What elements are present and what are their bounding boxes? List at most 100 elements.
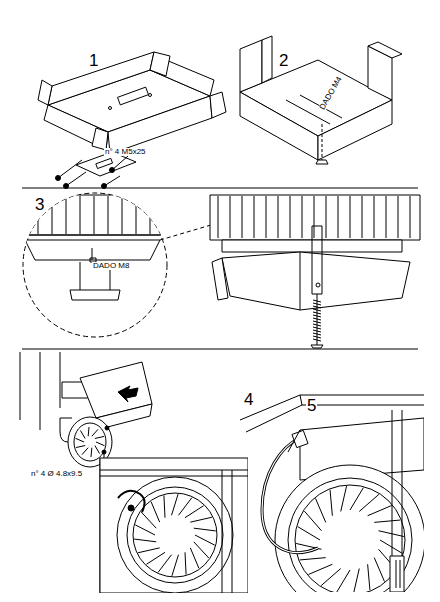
screw [102, 426, 109, 462]
stove-base [326, 196, 327, 238]
step-separator [22, 349, 418, 350]
fan-cable-detail [288, 478, 412, 592]
ash-tray-support [118, 87, 149, 105]
fan-detail [172, 555, 179, 576]
fan-cable-detail [298, 527, 320, 540]
adjuster-rod [313, 300, 321, 302]
stove-base [338, 196, 339, 238]
fan [90, 448, 92, 457]
screw [112, 156, 128, 170]
fan [92, 429, 98, 436]
adjuster-rod [313, 309, 321, 311]
fan-detail [151, 502, 160, 522]
ash-tray-support [150, 52, 170, 76]
fan-cable-detail [337, 570, 350, 592]
stove-base [210, 195, 420, 240]
step-separator [22, 188, 418, 189]
nut [316, 160, 328, 164]
stove-base [398, 196, 399, 238]
ash-tray-support [240, 92, 318, 160]
magnifier-detail [20, 235, 170, 236]
part-label: DADO M4 [318, 75, 344, 112]
fan [88, 427, 90, 436]
nut [322, 124, 323, 160]
ash-tray-support [109, 107, 112, 110]
fan-cable-detail [300, 558, 326, 560]
fan-cable-detail [304, 511, 321, 531]
fan-cable-detail [321, 569, 341, 586]
fan-detail [178, 498, 191, 516]
stove-base [302, 196, 303, 238]
fan-cable-detail [288, 430, 300, 452]
fan-cable-detail [396, 560, 400, 588]
fan-detail [134, 494, 216, 576]
stove-base [230, 196, 231, 238]
stove-base [266, 196, 267, 238]
part-label: DADO M8 [92, 262, 130, 270]
magnifier-detail [150, 196, 151, 234]
magnifier-detail [52, 196, 53, 234]
fan-cable-detail [296, 486, 404, 592]
fan [75, 438, 84, 442]
ash-tray-support [92, 128, 108, 150]
adjuster-rod [313, 330, 321, 332]
adjuster-rod [313, 300, 321, 341]
fan-detail [100, 458, 248, 593]
fan [96, 442, 105, 446]
fan-cable-detail [353, 569, 359, 592]
screw [102, 184, 107, 189]
ash-tray-support [38, 80, 52, 105]
magnifier-detail [136, 196, 137, 234]
stove-base [362, 196, 363, 238]
fan-cable-detail [390, 556, 404, 592]
insert-arrow [118, 386, 138, 402]
magnifier-detail [20, 195, 170, 300]
fan-detail [100, 458, 248, 593]
fan-detail [185, 552, 186, 574]
stove-base [316, 283, 320, 287]
part-label: n° 4 Ø 4.8x9.5 [30, 470, 83, 478]
nut [316, 124, 328, 164]
fan-detail [190, 548, 199, 568]
fan [95, 446, 100, 454]
fan-detail [100, 458, 248, 593]
stove-base [374, 196, 375, 238]
adjuster-rod [313, 339, 321, 341]
fan-detail [100, 470, 248, 476]
magnifier-detail [24, 196, 164, 234]
ash-tray-support [48, 52, 154, 105]
magnifier-detail [70, 290, 120, 300]
fan-cable-detail [359, 494, 379, 511]
ash-tray-support [368, 42, 402, 58]
magnifier-detail [94, 196, 95, 234]
ash-tray-support [149, 94, 152, 97]
adjuster-rod [313, 306, 321, 308]
ash-tray-support [108, 96, 212, 154]
fan-cable-detail [262, 438, 318, 552]
fan-cable-detail [368, 506, 392, 516]
fan-detail [134, 539, 156, 542]
ash-tray-support [318, 100, 392, 160]
magnifier-detail [20, 195, 170, 235]
fan-cable-detail [350, 488, 363, 510]
stove-base [278, 196, 279, 238]
fan-detail [164, 496, 165, 518]
magnifier-detail [108, 196, 109, 234]
fan-cable-detail [380, 540, 402, 553]
adjuster-rod [313, 303, 321, 305]
stove-base [242, 196, 243, 238]
adjuster-rod [313, 315, 321, 317]
screw [64, 184, 69, 189]
part-label: n° 4 M5x25 [104, 148, 147, 156]
fan-detail [133, 493, 217, 577]
fan [95, 436, 104, 438]
fan-detail [141, 512, 156, 528]
fan-detail [222, 470, 232, 593]
ash-tray-support [210, 92, 226, 118]
magnifier-detail [24, 196, 25, 234]
adjuster-rod [311, 226, 323, 348]
step-number: 3 [34, 196, 45, 213]
fan-detail [118, 491, 145, 512]
adjuster-rod [312, 226, 322, 294]
insert-arrow [118, 386, 138, 402]
